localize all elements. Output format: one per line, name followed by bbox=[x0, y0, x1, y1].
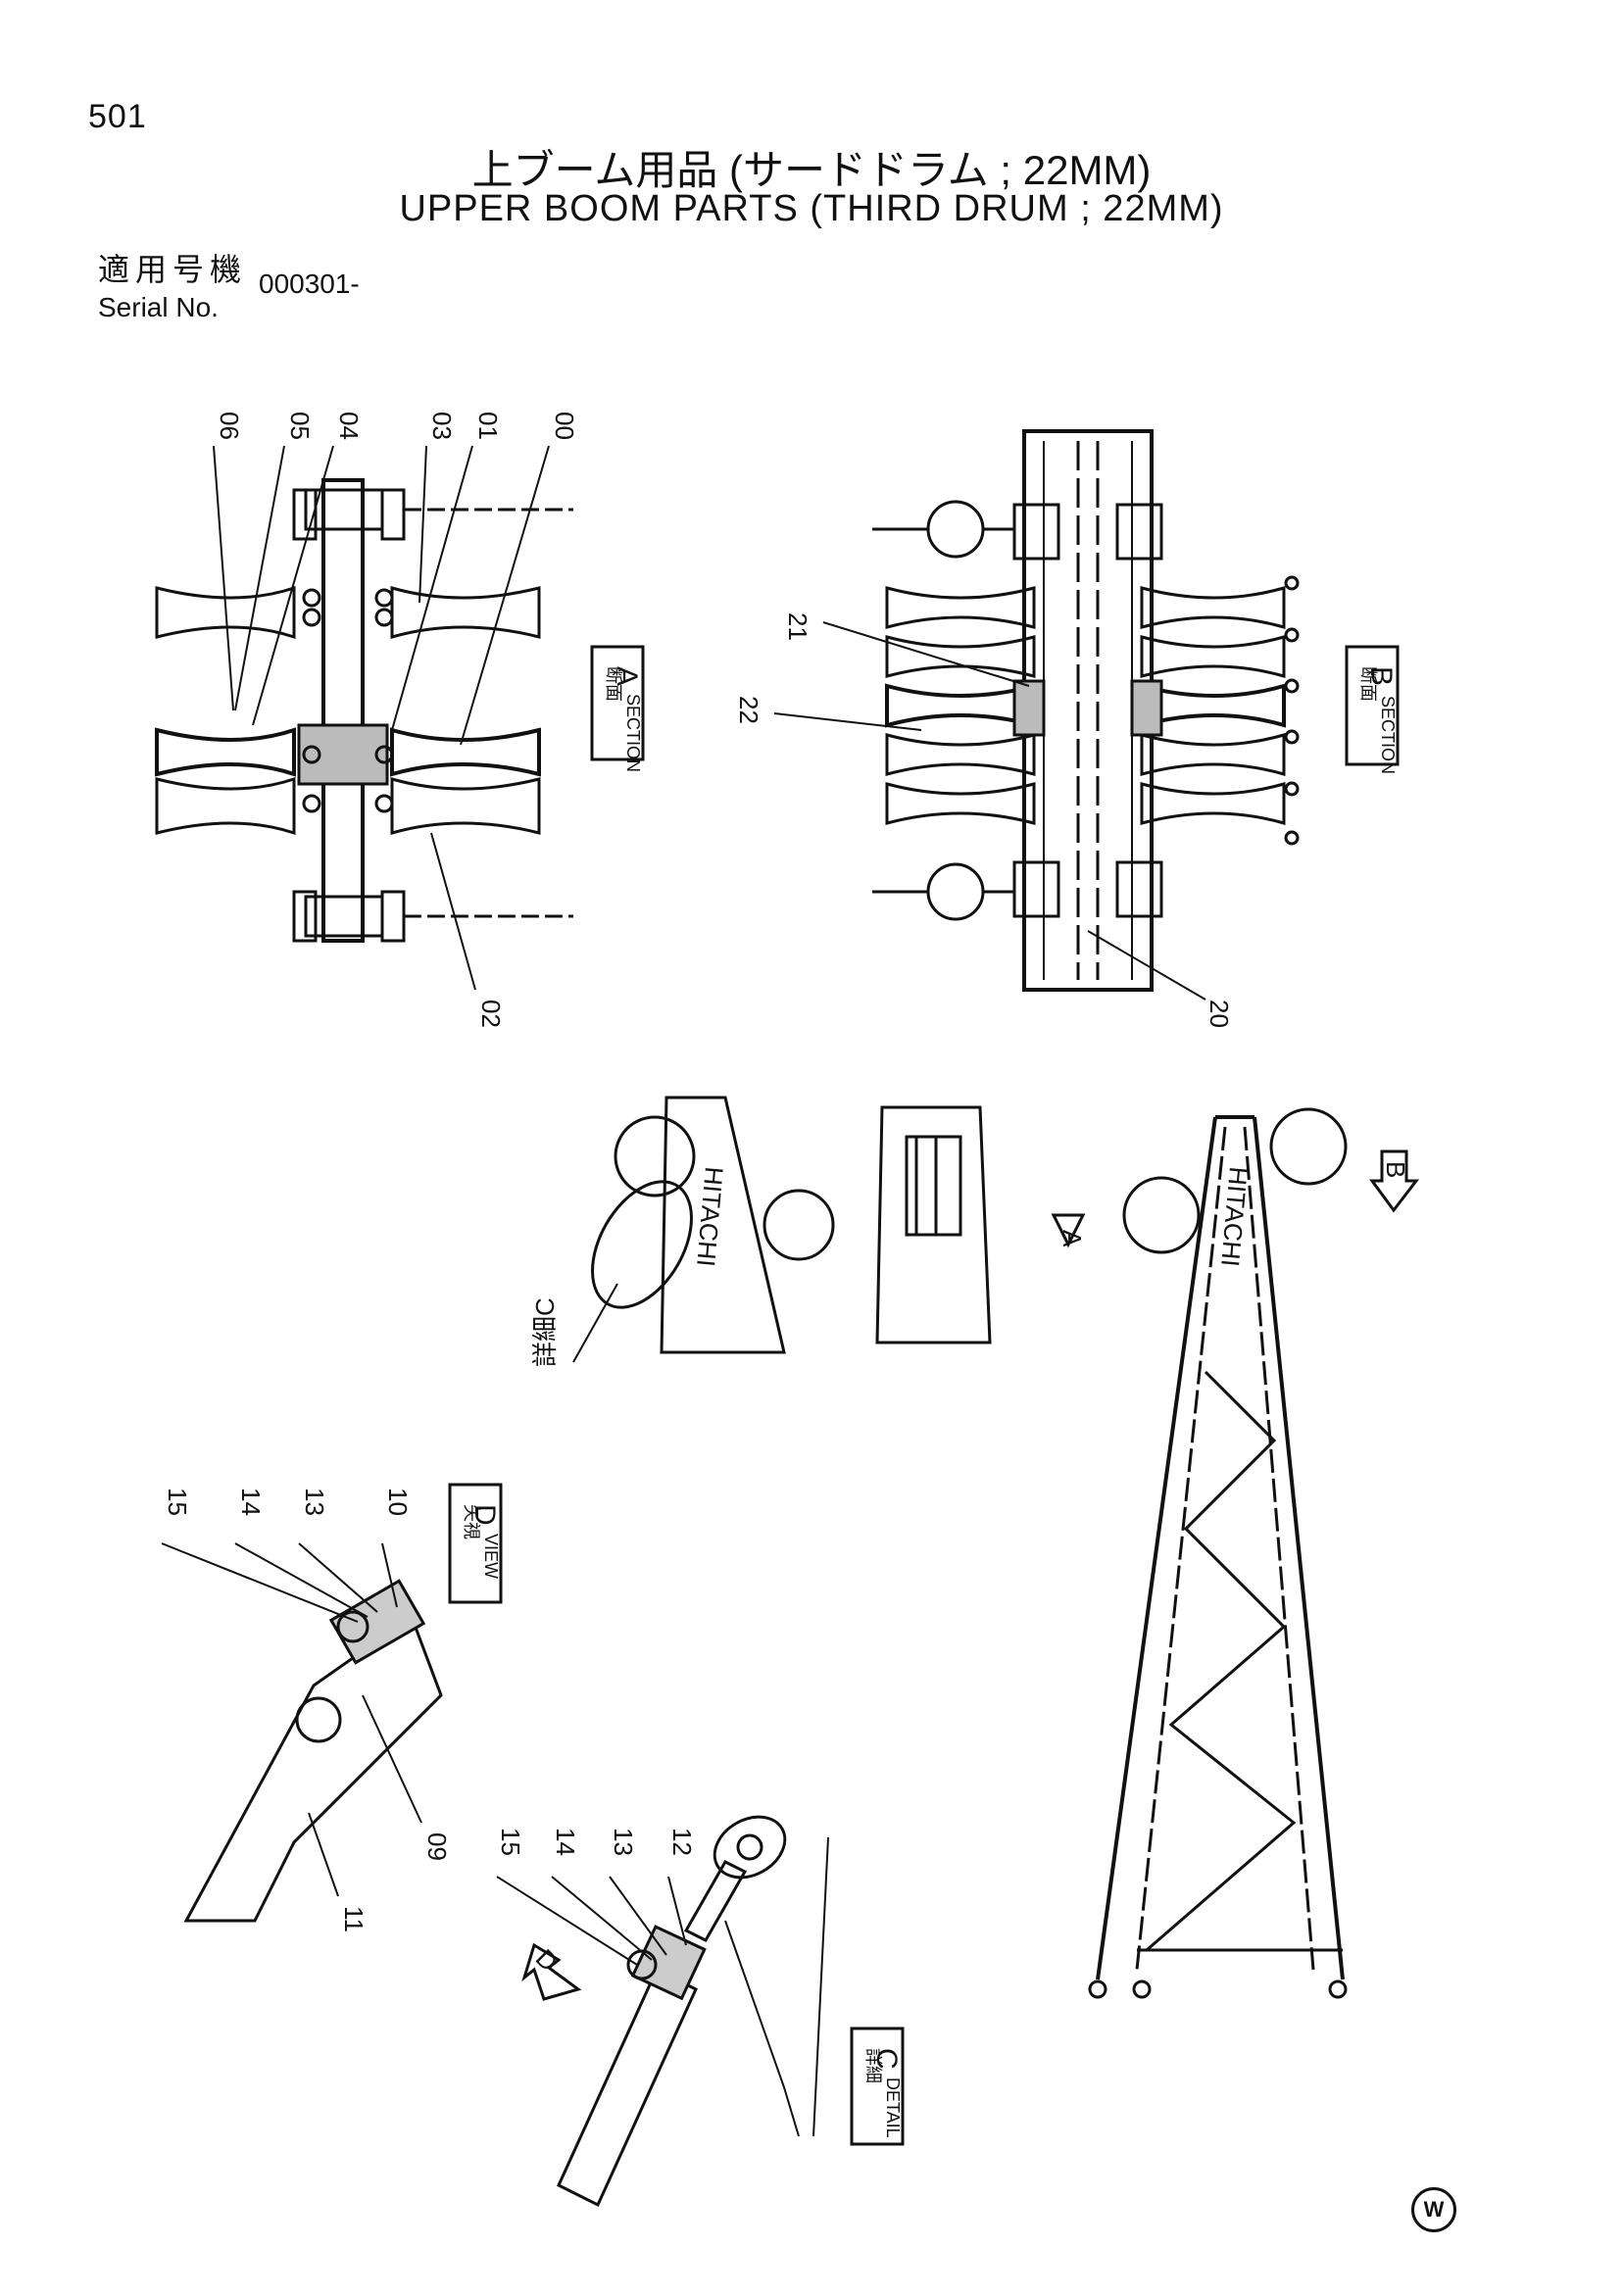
section-b-label-en: SECTION bbox=[1378, 696, 1398, 774]
page-title-japanese: 上ブーム用品 (サードドラム ; 22MM) bbox=[471, 147, 1152, 193]
callout-09-d: 09 bbox=[422, 1832, 452, 1861]
page-number: 501 bbox=[88, 98, 147, 135]
callout-14-c: 14 bbox=[551, 1828, 580, 1856]
page-title-english: UPPER BOOM PARTS (THIRD DRUM ; 22MM) bbox=[399, 188, 1224, 229]
section-b-drawing bbox=[773, 429, 1300, 1001]
detail-c-drawing bbox=[496, 1815, 829, 2208]
callout-13-d: 13 bbox=[300, 1488, 329, 1516]
view-d-callouts: 15 14 13 10 09 11 bbox=[163, 1488, 452, 1932]
section-b-callouts: 21 22 20 bbox=[734, 612, 1234, 1028]
section-a-callouts: 06 05 04 03 01 00 02 bbox=[215, 412, 579, 1028]
callout-21: 21 bbox=[783, 612, 812, 641]
serial-number-value: 000301- bbox=[259, 269, 360, 299]
section-a-label: 断面 SECTION A bbox=[590, 645, 645, 772]
arrow-a-label: A bbox=[1057, 1230, 1087, 1247]
view-d-drawing bbox=[161, 1542, 443, 1923]
boom-detail-drawing bbox=[572, 1096, 1086, 1363]
section-a-drawing bbox=[155, 445, 573, 991]
serial-label-english: Serial No. bbox=[98, 292, 219, 322]
section-b-letter: B bbox=[1365, 666, 1398, 686]
section-b-label-jp: 断面 bbox=[1358, 666, 1378, 702]
callout-20: 20 bbox=[1205, 1000, 1234, 1028]
detail-c-label: 詳細 DETAIL C bbox=[850, 2027, 905, 2146]
callout-22: 22 bbox=[734, 696, 763, 724]
callout-15-c: 15 bbox=[496, 1828, 525, 1856]
view-d-letter: D bbox=[468, 1504, 501, 1526]
callout-13-c: 13 bbox=[609, 1828, 638, 1856]
callout-06: 06 bbox=[215, 412, 244, 440]
detail-c-pointer: 詳細C bbox=[530, 1297, 560, 1367]
view-d-label-en: VIEW bbox=[481, 1534, 501, 1579]
section-a-label-en: SECTION bbox=[623, 694, 643, 772]
view-d-label: 矢視 VIEW D bbox=[448, 1483, 503, 1604]
callout-02: 02 bbox=[476, 1000, 506, 1028]
boom-lattice-text: HITACHI B bbox=[1215, 1161, 1410, 1268]
footer-mark: W bbox=[1411, 2187, 1456, 2232]
serial-label-japanese: 適用号機 bbox=[98, 252, 248, 287]
brand-label-right: HITACHI bbox=[1215, 1165, 1254, 1267]
callout-05: 05 bbox=[285, 412, 315, 440]
view-d-label-jp: 矢視 bbox=[462, 1504, 481, 1539]
callout-14-d: 14 bbox=[236, 1488, 266, 1516]
detail-c-label-jp: 詳細 bbox=[863, 2048, 883, 2083]
detail-c-label-en: DETAIL bbox=[883, 2077, 903, 2138]
boom-lattice-drawing bbox=[1088, 1107, 1420, 1999]
section-b-label: 断面 SECTION B bbox=[1345, 645, 1400, 774]
callout-00: 00 bbox=[550, 412, 579, 440]
callout-15-d: 15 bbox=[163, 1488, 192, 1516]
callout-12-c: 12 bbox=[667, 1828, 697, 1856]
callout-10-d: 10 bbox=[383, 1488, 413, 1516]
section-a-letter: A bbox=[611, 666, 643, 686]
callout-03: 03 bbox=[427, 412, 457, 440]
callout-04: 04 bbox=[334, 412, 364, 440]
callout-11-d: 11 bbox=[339, 1906, 369, 1932]
arrow-b-label: B bbox=[1381, 1161, 1410, 1178]
detail-c-letter: C bbox=[870, 2048, 903, 2070]
section-a-label-jp: 断面 bbox=[604, 666, 623, 702]
boom-detail-text: 詳細C HITACHI A bbox=[530, 1165, 1087, 1367]
callout-01: 01 bbox=[473, 412, 503, 440]
brand-label-left: HITACHI bbox=[691, 1165, 729, 1267]
